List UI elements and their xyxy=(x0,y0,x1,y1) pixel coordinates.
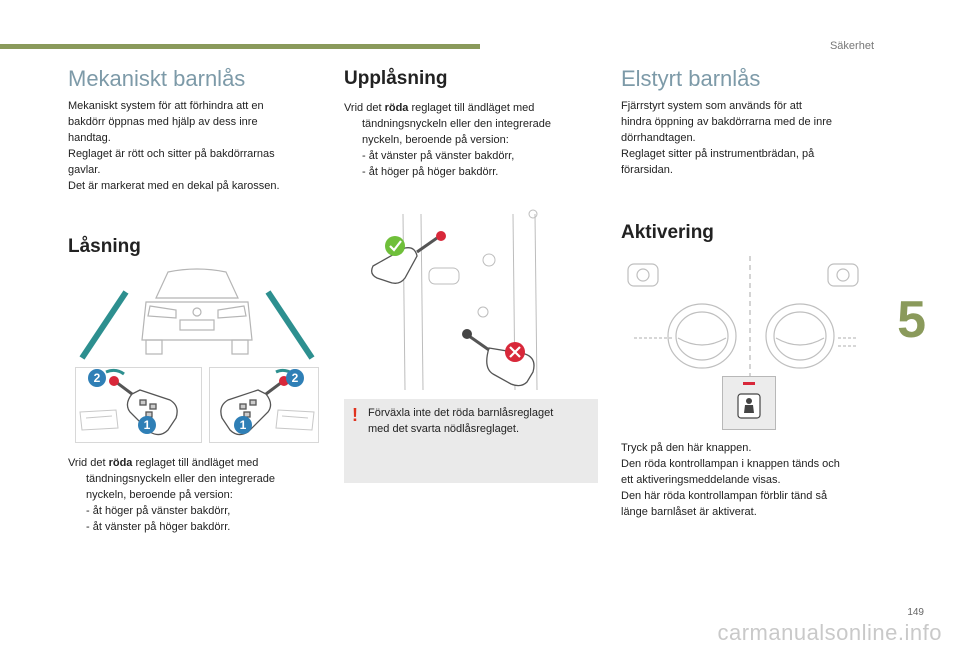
warning-icon: ! xyxy=(352,405,358,425)
instruction-line: - åt vänster på vänster bakdörr, xyxy=(362,150,515,162)
instruction-bold: röda xyxy=(108,457,133,469)
intro-line: gavlar. xyxy=(68,164,101,176)
instruction-line: Den röda kontrollampan i knappen tänds o… xyxy=(621,458,840,470)
car-rear-illustration xyxy=(79,268,315,360)
instruction-line: tändningsnyckeln eller den integrerade xyxy=(86,473,275,485)
intro-line: handtag. xyxy=(68,132,111,144)
instruction-line: ett aktiveringsmeddelande visas. xyxy=(621,474,781,486)
note-line: med det svarta nödlåsreglaget. xyxy=(368,423,520,435)
instruction-line: nyckeln, beroende på version: xyxy=(86,489,233,501)
instruction-text: reglaget till ändläget med xyxy=(408,102,535,114)
locking-instruction: Vrid det röda reglaget till ändläget med… xyxy=(68,455,275,535)
step-badge-2: 2 xyxy=(286,369,304,387)
right-door-key-figure: 2 1 xyxy=(209,367,319,443)
subtitle-activation: Aktivering xyxy=(621,222,714,243)
indicator-lamp xyxy=(743,382,755,385)
left-door-key-figure: 2 1 xyxy=(75,367,202,443)
instruction-line: tändningsnyckeln eller den integrerade xyxy=(362,118,551,130)
unlocking-instruction: Vrid det röda reglaget till ändläget med… xyxy=(344,100,551,180)
instruction-text: Tryck på den här knappen. xyxy=(621,442,752,454)
instruction-line: - åt vänster på höger bakdörr. xyxy=(86,521,231,533)
intro-line: bakdörr öppnas med hjälp av dess inre xyxy=(68,116,258,128)
child-lock-icon xyxy=(737,393,761,419)
intro-line: Fjärrstyrt system som används för att xyxy=(621,100,802,112)
intro-line: Mekaniskt system för att förhindra att e… xyxy=(68,100,264,112)
child-lock-button[interactable] xyxy=(722,376,776,430)
header-accent-bar xyxy=(0,44,480,49)
instruction-line: nyckeln, beroende på version: xyxy=(362,134,509,146)
instruction-text: reglaget till ändläget med xyxy=(132,457,259,469)
door-edge-key-illustration xyxy=(371,209,538,390)
step-badge-1: 1 xyxy=(234,416,252,434)
electric-intro: Fjärrstyrt system som används för att hi… xyxy=(621,98,832,178)
instruction-line: - åt höger på vänster bakdörr, xyxy=(86,505,231,517)
page-number: 149 xyxy=(907,607,924,618)
instruction-text: Vrid det xyxy=(344,102,385,114)
title-mechanical-child-lock: Mekaniskt barnlås xyxy=(68,66,246,91)
instruction-line: länge barnlåset är aktiverat. xyxy=(621,506,757,518)
subtitle-locking: Låsning xyxy=(68,236,141,257)
intro-line: Reglaget sitter på instrumentbrädan, på xyxy=(621,148,815,160)
watermark: carmanualsonline.info xyxy=(717,620,942,645)
note-line: Förväxla inte det röda barnlåsreglaget xyxy=(368,407,554,419)
intro-line: förarsidan. xyxy=(621,164,673,176)
intro-line: hindra öppning av bakdörrarna med de inr… xyxy=(621,116,832,128)
instruction-line: Den här röda kontrollampan förblir tänd … xyxy=(621,490,828,502)
instruction-text: Vrid det xyxy=(68,457,109,469)
step-badge-1: 1 xyxy=(138,416,156,434)
instruction-line: - åt höger på höger bakdörr. xyxy=(362,166,499,178)
activation-instruction: Tryck på den här knappen. Den röda kontr… xyxy=(621,440,840,520)
warning-note: ! Förväxla inte det röda barnlåsreglaget… xyxy=(344,399,598,483)
section-label: Säkerhet xyxy=(829,40,874,52)
title-electric-child-lock: Elstyrt barnlås xyxy=(621,66,761,91)
step-badge-2: 2 xyxy=(88,369,106,387)
intro-line: dörrhandtagen. xyxy=(621,132,696,144)
mechanical-intro: Mekaniskt system för att förhindra att e… xyxy=(68,98,280,194)
chapter-number: 5 xyxy=(897,291,926,349)
title-unlocking: Upplåsning xyxy=(344,68,448,89)
intro-line: Det är markerat med en dekal på karossen… xyxy=(68,180,280,192)
intro-line: Reglaget är rött och sitter på bakdörrar… xyxy=(68,148,275,160)
instruction-bold: röda xyxy=(384,102,409,114)
dashboard-steering-illustration xyxy=(627,256,859,380)
